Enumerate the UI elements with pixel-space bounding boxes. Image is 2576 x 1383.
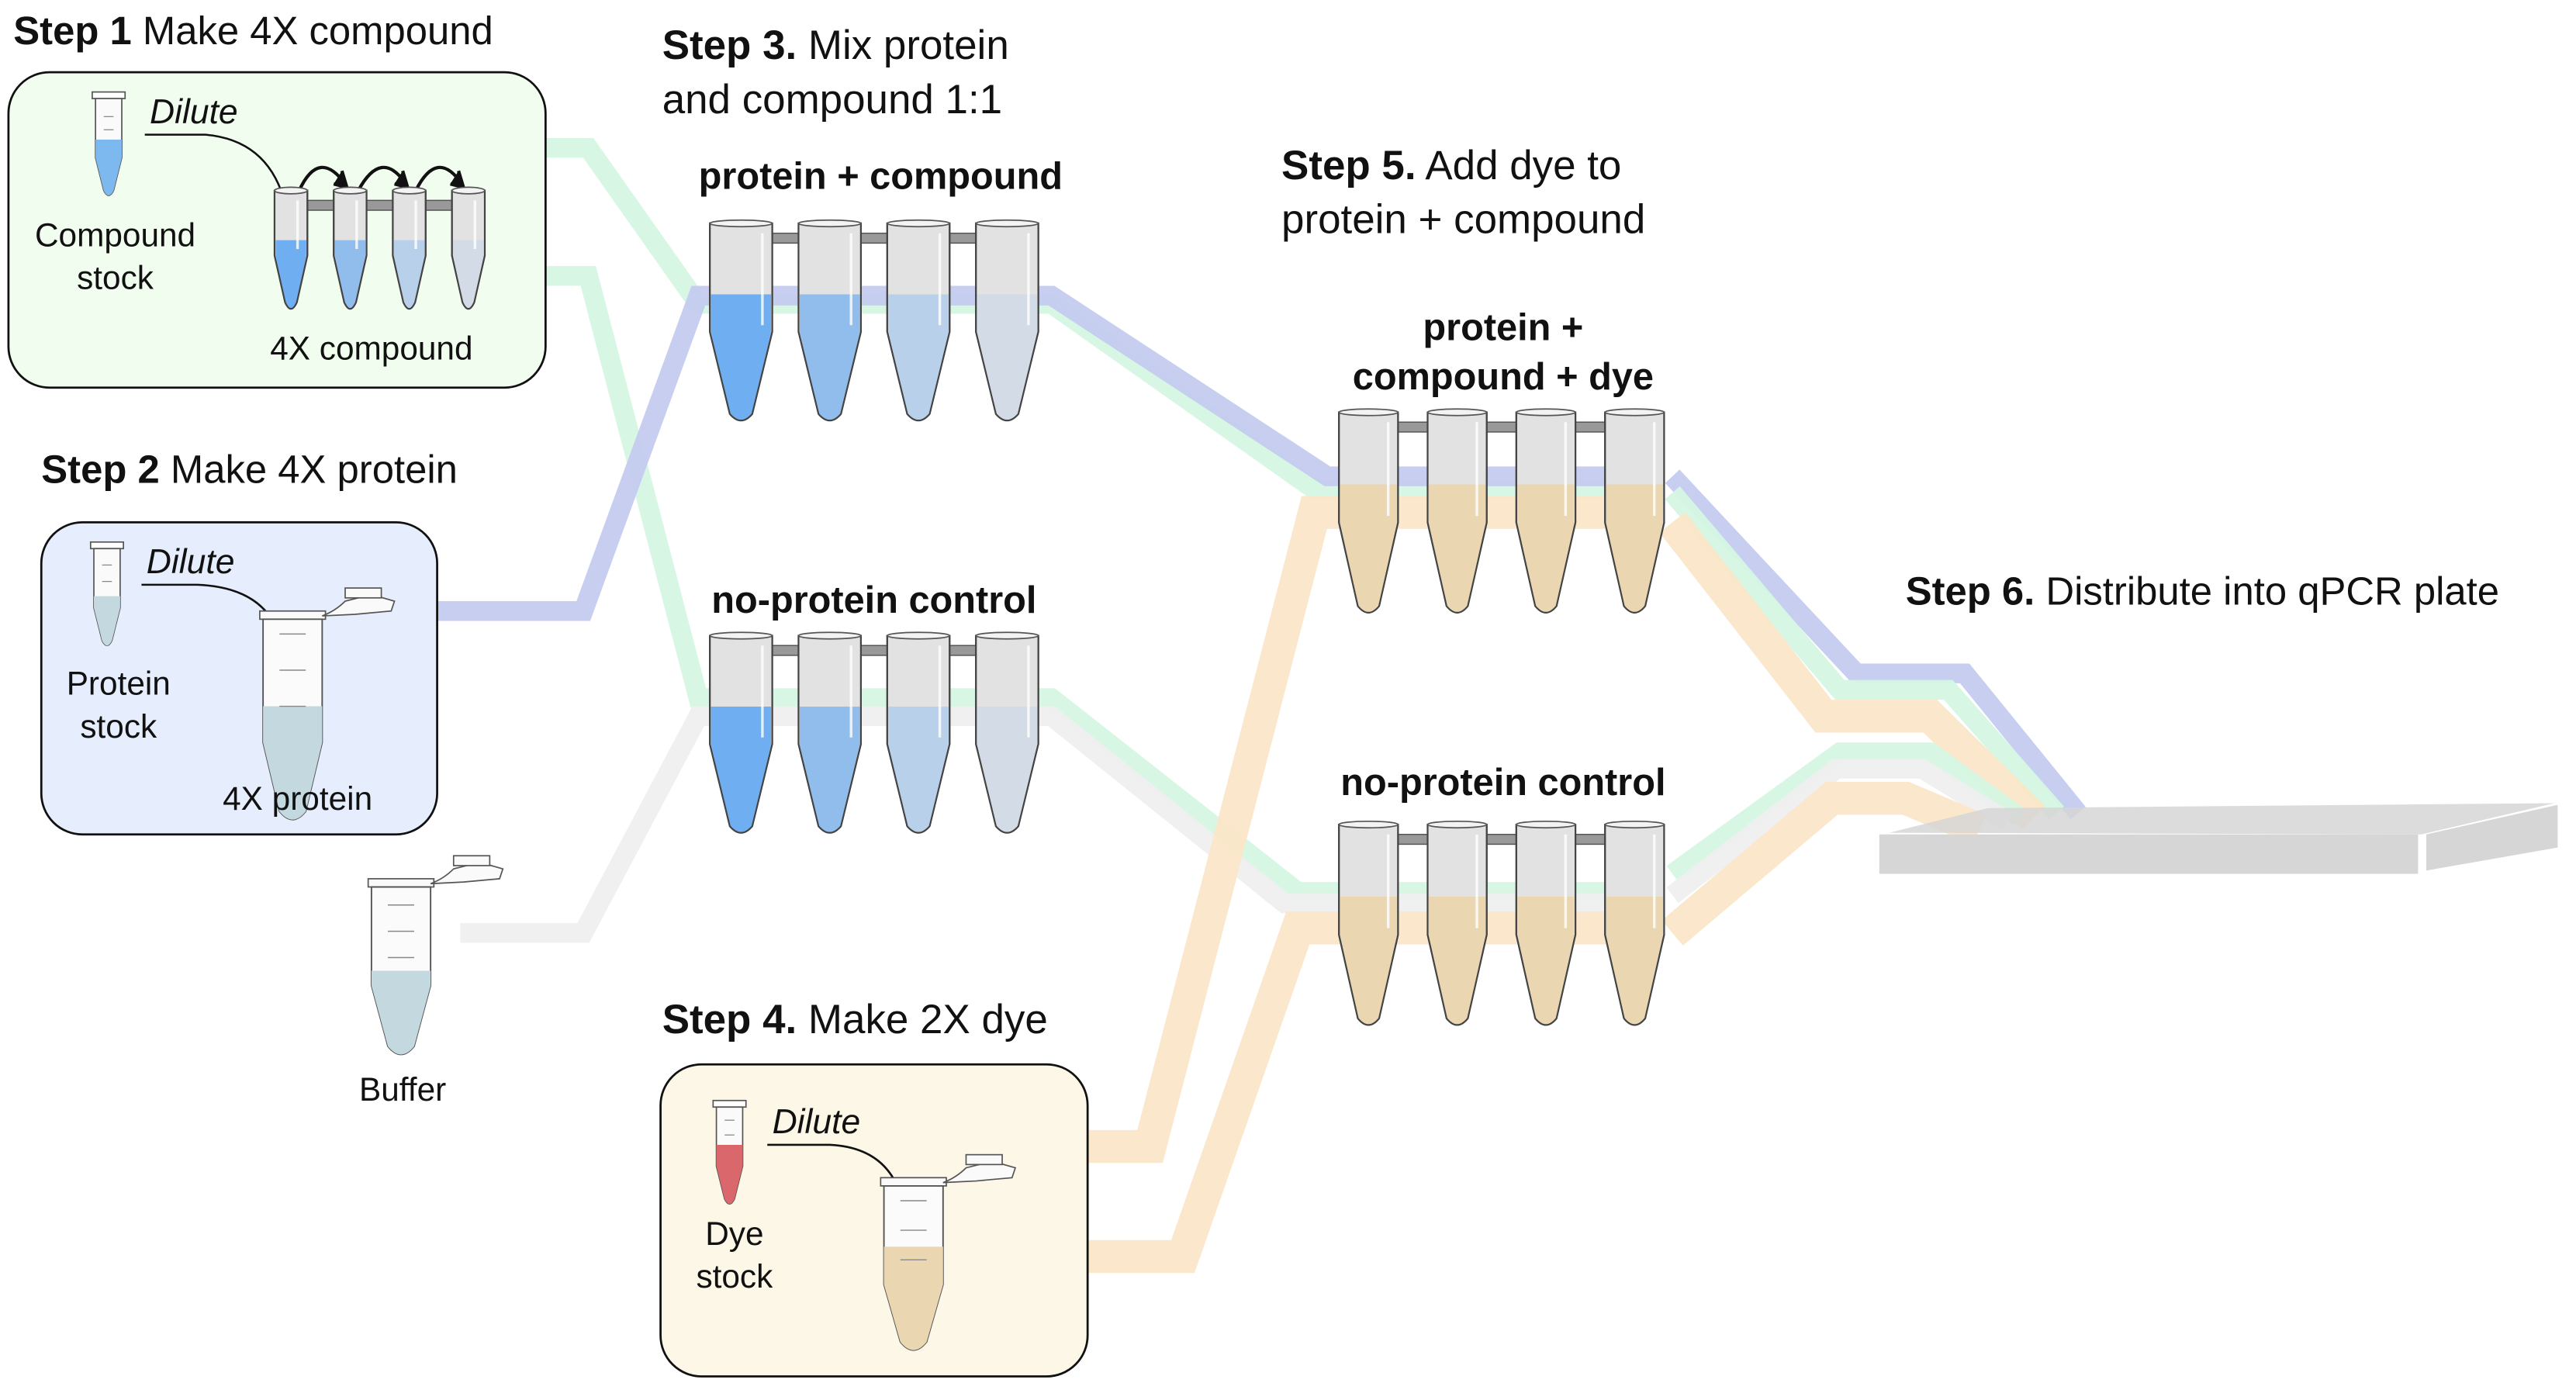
no-protein-control-strip-label-step5: no-protein control: [1340, 762, 1665, 804]
4x-compound-tube-strip: [273, 186, 486, 310]
step-4-box: [659, 1063, 1089, 1378]
step3-top-tube-icon: [709, 219, 773, 422]
step-6-title: Step 6. Distribute into qPCR plate: [1906, 569, 2499, 613]
protein-stock-tube-icon: [89, 541, 124, 647]
buffer-tube-icon: [367, 855, 504, 1056]
step5-bottom-tube-icon: [1604, 820, 1665, 1026]
step5-top-tube-icon: [1338, 408, 1399, 614]
buffer-section: Buffer: [359, 855, 504, 1108]
step5-bottom-tube-icon: [1515, 820, 1577, 1026]
step5-bottom-tube-icon: [1426, 820, 1488, 1026]
step1-tube-icon: [273, 186, 309, 310]
step-2-title: Step 2 Make 4X protein: [41, 448, 458, 492]
step1-tube-icon: [451, 186, 486, 310]
step-6-section: Step 6. Distribute into qPCR plate: [1879, 569, 2558, 874]
band-control-compound-to-plate: [1666, 742, 2027, 882]
band-mix-protein-to-plate: [1665, 469, 2086, 820]
band-mix-dye-to-plate: [1659, 512, 2045, 830]
protein-compound-dye-tube-strip: [1338, 408, 1665, 614]
step5-bottom-tube-icon: [1338, 820, 1399, 1026]
flow-bands: [437, 137, 2086, 1274]
step3-top-tube-icon: [797, 219, 862, 422]
step-4-dilute-label: Dilute: [773, 1103, 861, 1141]
step1-tube-icon: [333, 186, 368, 310]
step1-tube-icon: [392, 186, 427, 310]
compound-stock-tube-icon: [92, 91, 126, 196]
band-control-buffer-to-plate: [1666, 759, 2013, 904]
band-control-dye-to-plate: [1661, 781, 1986, 946]
step-1-dilute-label: Dilute: [150, 93, 238, 131]
protein-compound-tube-strip: [709, 219, 1039, 422]
4x-compound-label: 4X compound: [270, 330, 472, 367]
step1-strip-bar: [303, 199, 456, 211]
step-4-title: Step 4. Make 2X dye: [662, 997, 1048, 1042]
step3-top-tube-icon: [886, 219, 951, 422]
step3-bottom-tube-icon: [975, 631, 1039, 834]
band-mix-compound-to-plate: [1665, 486, 2065, 820]
step-1-title: Step 1 Make 4X compound: [13, 9, 493, 53]
2x-dye-tube-icon: [880, 1153, 1017, 1351]
no-protein-control-tube-strip-step3: [709, 631, 1039, 834]
no-protein-control-tube-strip-step5: [1338, 820, 1665, 1026]
step3-bottom-tube-icon: [797, 631, 862, 834]
step5-top-tube-icon: [1604, 408, 1665, 614]
4x-protein-label: 4X protein: [223, 780, 372, 817]
step-2-box: [40, 521, 438, 836]
step5-top-tube-icon: [1515, 408, 1577, 614]
step5-top-tube-icon: [1426, 408, 1488, 614]
step3-bottom-tube-icon: [886, 631, 951, 834]
protein-compound-dye-strip-label: protein +compound + dye: [1353, 306, 1654, 398]
qpcr-plate-icon: [1879, 803, 2558, 874]
4x-protein-tube-icon: [259, 587, 396, 821]
protein-compound-strip-label: protein + compound: [699, 156, 1063, 198]
no-protein-control-strip-label-step3: no-protein control: [711, 579, 1036, 621]
step3-top-tube-icon: [975, 219, 1039, 422]
buffer-label: Buffer: [359, 1071, 446, 1108]
dye-stock-tube-icon: [712, 1099, 747, 1205]
step-2-dilute-label: Dilute: [147, 543, 235, 581]
step3-bottom-tube-icon: [709, 631, 773, 834]
